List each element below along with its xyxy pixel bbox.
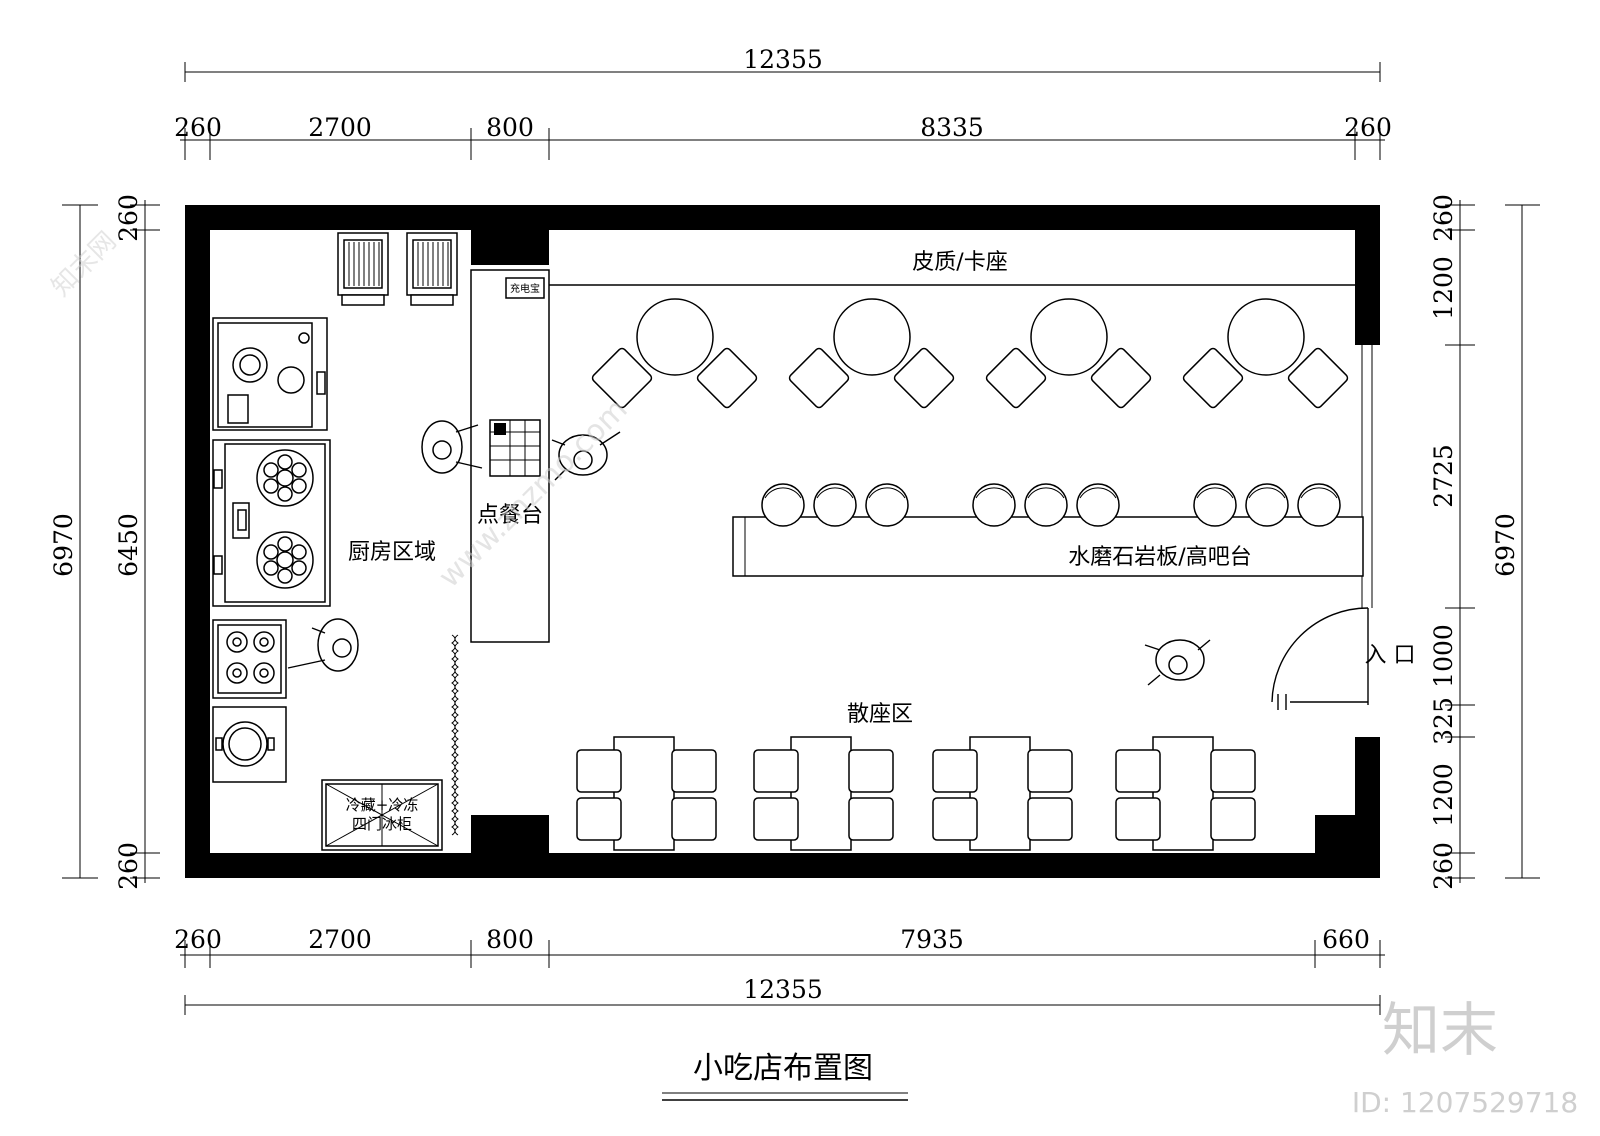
dim-top-5: 260: [1344, 113, 1392, 142]
dim-right-7: 260: [1429, 842, 1458, 890]
page-title: 小吃店布置图: [693, 1051, 873, 1086]
person-customer-1: [551, 431, 621, 481]
table-set-1: [576, 736, 717, 851]
order-counter: [470, 269, 550, 643]
dim-left-inner: 6450: [114, 513, 143, 577]
round-table-3: [985, 298, 1152, 409]
watermark-id: ID: 1207529718: [1352, 1086, 1578, 1119]
label-charger: 充电宝: [510, 282, 540, 295]
table-set-3: [932, 736, 1073, 851]
label-kitchen: 厨房区域: [348, 540, 436, 565]
curtain: [451, 634, 459, 836]
label-bar-counter: 水磨石岩板/高吧台: [1068, 545, 1251, 570]
steamer-station: [212, 439, 331, 607]
dim-top-total: 12355: [743, 45, 823, 74]
round-table-4: [1182, 298, 1349, 409]
dim-top-2: 2700: [308, 113, 372, 142]
dim-right-1: 260: [1429, 194, 1458, 242]
steamer-2: [256, 531, 314, 589]
dim-bottom-4: 7935: [900, 925, 964, 954]
kitchen-equipment: [212, 232, 459, 851]
dim-top-3: 800: [486, 113, 534, 142]
bar-stools: [761, 483, 1341, 527]
dim-right-3: 2725: [1429, 444, 1458, 508]
rack-1: [337, 232, 389, 306]
table-set-4: [1115, 736, 1256, 851]
label-booth: 皮质/卡座: [912, 250, 1007, 275]
high-bar: [732, 483, 1364, 577]
person-figures: [287, 420, 1211, 686]
dim-bottom-1: 260: [174, 925, 222, 954]
table-set-2: [753, 736, 894, 851]
dim-left-bottom: 260: [114, 842, 143, 890]
label-entrance: 入 口: [1365, 643, 1416, 668]
dim-right-5: 325: [1429, 697, 1458, 745]
round-table-2: [788, 298, 955, 409]
dim-right-2: 1200: [1429, 256, 1458, 320]
label-freezer-2: 四门冰柜: [352, 815, 412, 833]
round-tables: [591, 298, 1349, 409]
dim-bottom-3: 800: [486, 925, 534, 954]
dim-right-total: 6970: [1491, 513, 1520, 577]
label-order-counter: 点餐台: [477, 503, 543, 528]
rack-2: [406, 232, 458, 306]
cooker-1: [212, 317, 328, 431]
person-cook: [287, 618, 359, 672]
label-freezer-1: 冷藏+冷冻: [346, 796, 419, 814]
dining-tables: [576, 736, 1256, 851]
steamer-1: [256, 449, 314, 507]
dim-top-1: 260: [174, 113, 222, 142]
dim-bottom-5: 660: [1322, 925, 1370, 954]
person-customer-2: [1144, 639, 1211, 686]
soup-pot: [212, 706, 287, 783]
entrance-door: [1271, 607, 1369, 710]
dim-right-4: 1000: [1429, 624, 1458, 688]
round-table-1: [591, 298, 758, 409]
dim-bottom-2: 2700: [308, 925, 372, 954]
freezer: [321, 779, 443, 851]
label-seating: 散座区: [847, 702, 913, 727]
dim-top-4: 8335: [920, 113, 984, 142]
dim-left-top: 260: [114, 194, 143, 242]
watermark-brand: 知末: [1382, 996, 1498, 1064]
dim-bottom-total: 12355: [743, 975, 823, 1004]
gas-range: [212, 619, 287, 699]
person-cashier: [421, 420, 483, 474]
dimension-lines: [62, 62, 1540, 1015]
watermark-site: 知末网: [46, 226, 122, 302]
dim-left-total: 6970: [49, 513, 78, 577]
dim-right-6: 1200: [1429, 763, 1458, 827]
